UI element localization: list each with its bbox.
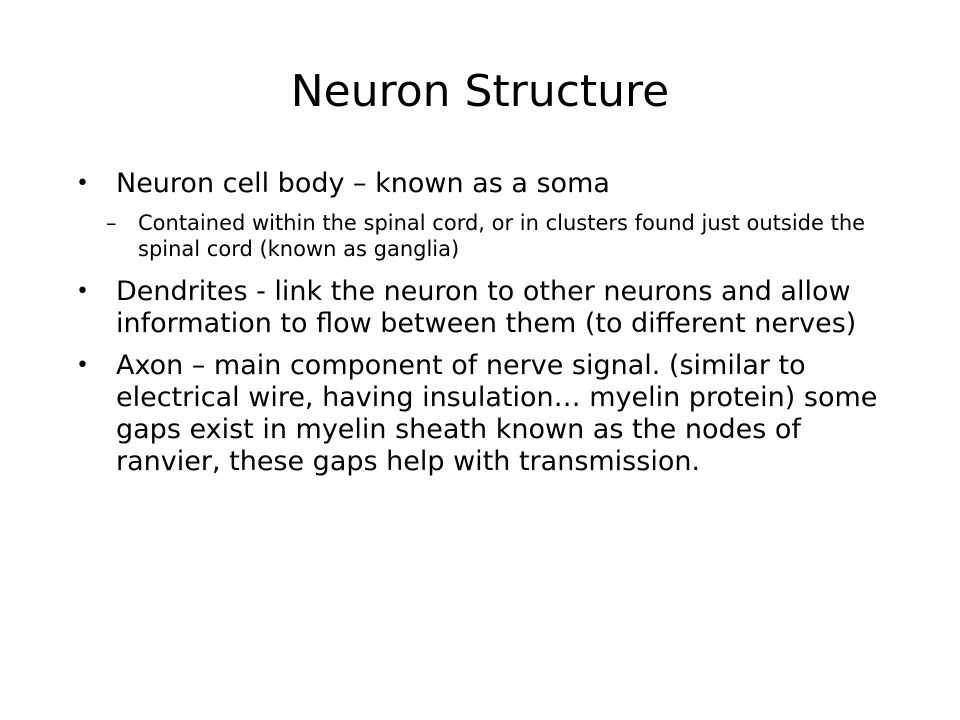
sub-bullet-list: – Contained within the spinal cord, or i… [100, 210, 888, 262]
bullet-marker: • [76, 353, 89, 378]
bullet-text: Dendrites - link the neuron to other neu… [116, 276, 857, 339]
bullet-text: Neuron cell body – known as a soma [116, 168, 610, 199]
sub-bullet-item: – Contained within the spinal cord, or i… [100, 210, 888, 262]
slide-title: Neuron Structure [290, 66, 670, 117]
sub-bullet-marker: – [106, 211, 117, 235]
bullet-item: • Dendrites - link the neuron to other n… [76, 276, 888, 340]
bullet-marker: • [76, 279, 89, 304]
sub-bullet-text: Contained within the spinal cord, or in … [138, 211, 866, 261]
bullet-item: • Axon – main component of nerve signal.… [76, 350, 888, 478]
bullet-marker: • [76, 171, 89, 196]
bullet-item: • Neuron cell body – known as a soma [76, 168, 888, 200]
bullet-text: Axon – main component of nerve signal. (… [116, 350, 878, 477]
slide-body: • Neuron cell body – known as a soma – C… [76, 168, 888, 488]
